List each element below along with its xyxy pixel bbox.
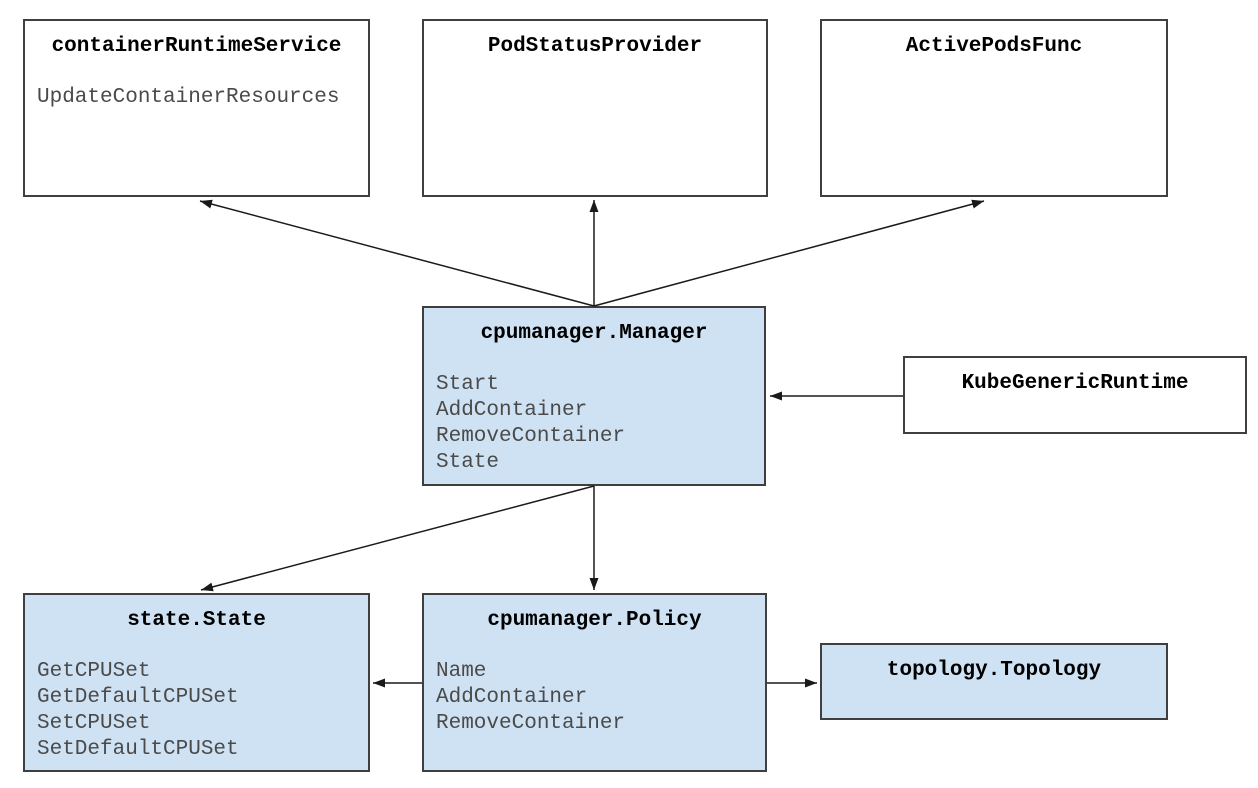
node-kube-generic-runtime: KubeGenericRuntime	[903, 356, 1247, 434]
node-method: GetCPUSet	[37, 660, 151, 683]
node-title-gap	[424, 634, 765, 659]
node-title: cpumanager.Manager	[480, 322, 708, 345]
node-title-gap	[25, 60, 368, 85]
node-method: AddContainer	[436, 399, 588, 422]
node-topology-topology: topology.Topology	[820, 643, 1168, 720]
node-method: SetCPUSet	[37, 712, 151, 735]
node-title-gap	[25, 634, 368, 659]
node-method: SetDefaultCPUSet	[37, 738, 239, 761]
node-title: cpumanager.Policy	[487, 609, 702, 632]
node-title: state.State	[127, 609, 266, 632]
node-title: KubeGenericRuntime	[961, 372, 1189, 395]
node-title: topology.Topology	[886, 659, 1102, 682]
node-pod-status-provider: PodStatusProvider	[422, 19, 768, 197]
node-method: State	[436, 451, 500, 474]
node-cpumanager-manager: cpumanager.Manager Start AddContainer Re…	[422, 306, 766, 486]
node-active-pods-func: ActivePodsFunc	[820, 19, 1168, 197]
arrow-manager-to-state-state	[200, 485, 595, 592]
node-method: Name	[436, 660, 487, 683]
node-title: containerRuntimeService	[51, 35, 342, 58]
node-title: ActivePodsFunc	[905, 35, 1083, 58]
node-cpumanager-policy: cpumanager.Policy Name AddContainer Remo…	[422, 593, 767, 772]
node-method: UpdateContainerResources	[37, 86, 340, 109]
node-method: RemoveContainer	[436, 425, 626, 448]
node-method: Start	[436, 373, 500, 396]
node-state-state: state.State GetCPUSet GetDefaultCPUSet S…	[23, 593, 370, 772]
node-title: PodStatusProvider	[487, 35, 703, 58]
arrow-manager-to-container-runtime-service	[199, 199, 595, 307]
node-method: RemoveContainer	[436, 712, 626, 735]
node-method: AddContainer	[436, 686, 588, 709]
node-method: GetDefaultCPUSet	[37, 686, 239, 709]
node-container-runtime-service: containerRuntimeService UpdateContainerR…	[23, 19, 370, 197]
node-title-gap	[424, 347, 764, 372]
arrow-manager-to-active-pods-func	[593, 199, 985, 307]
